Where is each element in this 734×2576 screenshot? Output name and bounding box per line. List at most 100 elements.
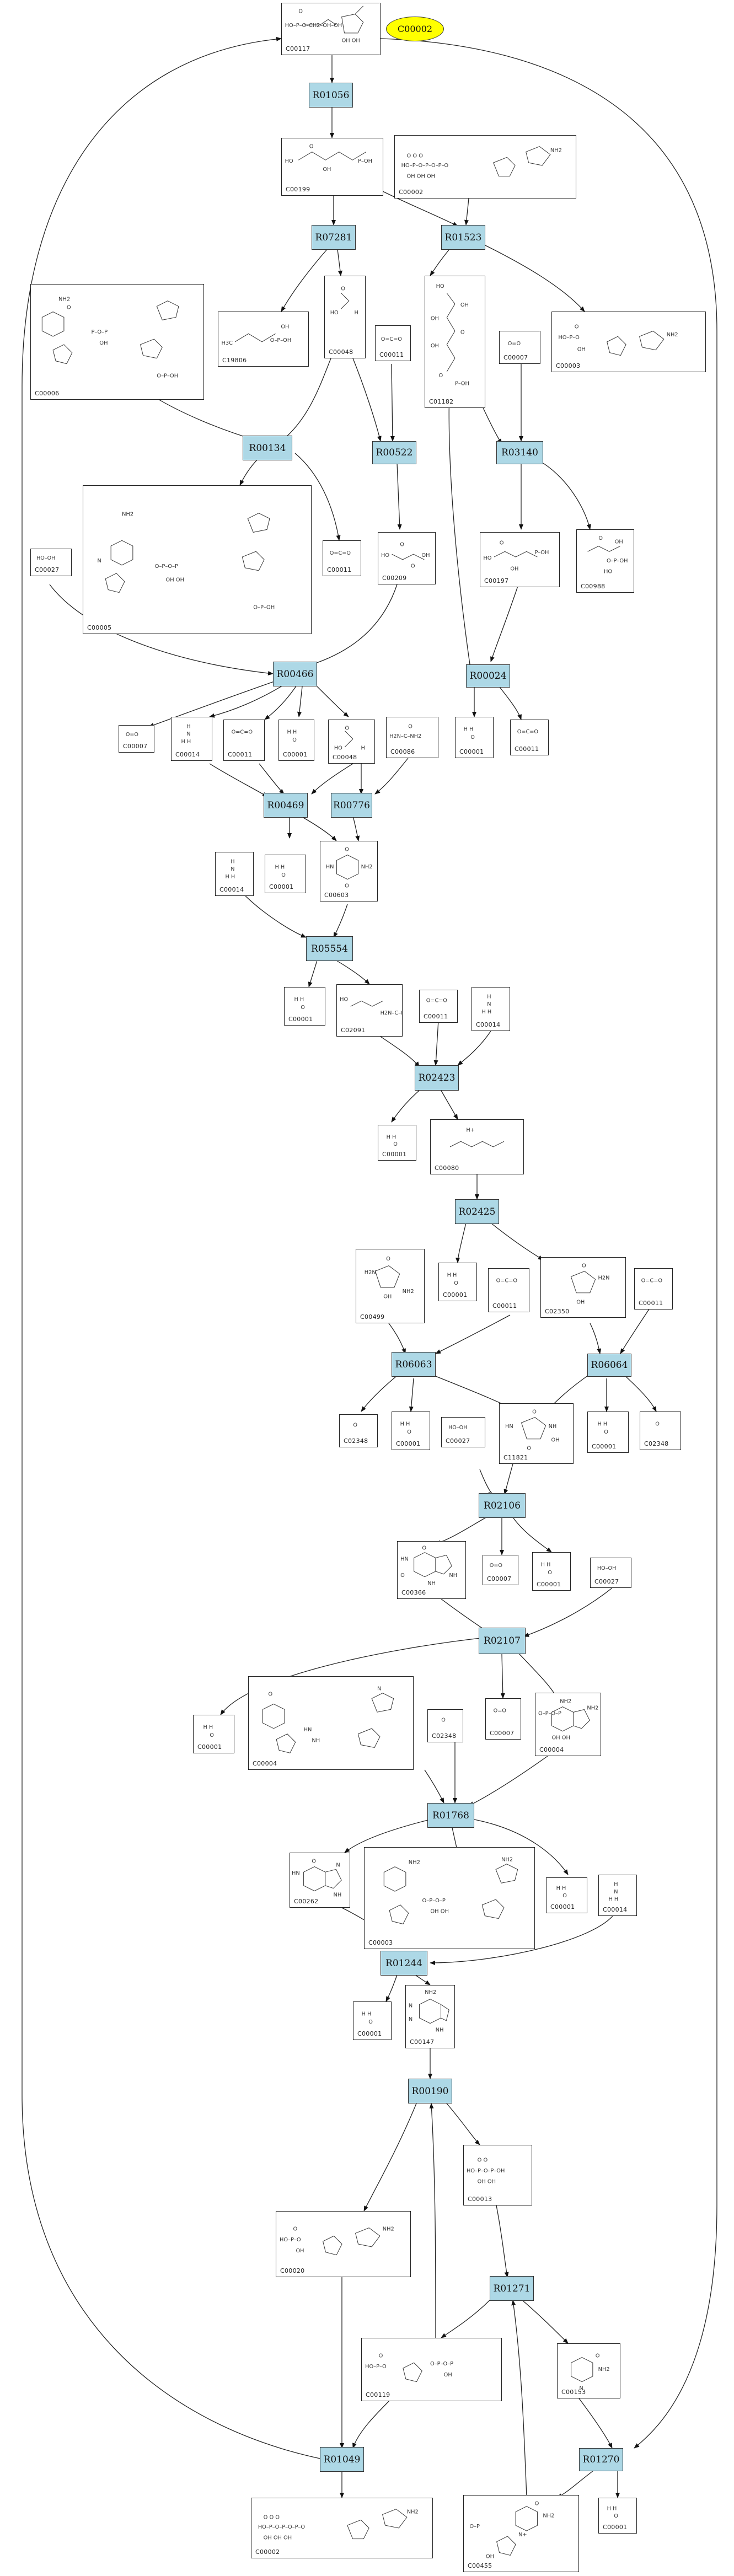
reaction-r02425[interactable]: R02425 bbox=[455, 1199, 499, 1224]
svg-text:OH: OH bbox=[296, 2248, 304, 2254]
reaction-r01049[interactable]: R01049 bbox=[320, 2447, 364, 2472]
compound-id: C00001 bbox=[357, 2030, 382, 2037]
compound-c00080-c[interactable]: O C02348 bbox=[427, 1709, 463, 1742]
reaction-r00776[interactable]: R00776 bbox=[331, 793, 372, 818]
reaction-r01270[interactable]: R01270 bbox=[579, 2448, 623, 2471]
compound-c00011-a[interactable]: O=C=O C00011 bbox=[375, 325, 411, 361]
compound-c00011-c[interactable]: O=C=O C00011 bbox=[223, 720, 265, 761]
reaction-r06063[interactable]: R06063 bbox=[392, 1352, 436, 1377]
compound-c00027-b[interactable]: HO–OH C00027 bbox=[441, 1417, 485, 1447]
compound-c00027-c[interactable]: HO–OH C00027 bbox=[590, 1558, 631, 1588]
compound-c00007-a[interactable]: O=O C00007 bbox=[499, 331, 540, 364]
compound-c00011-f[interactable]: O=C=O C00011 bbox=[488, 1268, 529, 1312]
reaction-r01768[interactable]: R01768 bbox=[427, 1803, 474, 1828]
compound-c00011-e[interactable]: O=C=O C00011 bbox=[419, 990, 458, 1023]
svg-text:N: N bbox=[579, 2385, 583, 2391]
compound-c00011-b[interactable]: O=C=O C00011 bbox=[323, 540, 361, 576]
reaction-r02106[interactable]: R02106 bbox=[479, 1493, 526, 1518]
compound-c00007-b[interactable]: O=O C00007 bbox=[119, 725, 154, 753]
reaction-r06064[interactable]: R06064 bbox=[587, 1354, 631, 1377]
compound-c00007-d[interactable]: O=O C00007 bbox=[485, 1698, 521, 1740]
compound-id: C00080 bbox=[435, 1164, 459, 1172]
reaction-r01271[interactable]: R01271 bbox=[490, 2276, 534, 2301]
reaction-r00522[interactable]: R00522 bbox=[372, 441, 416, 464]
compound-c00027-a[interactable]: HO–OH C00027 bbox=[30, 549, 72, 576]
reaction-r05554[interactable]: R05554 bbox=[306, 936, 353, 961]
svg-text:H H: H H bbox=[608, 1897, 618, 1903]
reaction-r00134[interactable]: R00134 bbox=[243, 436, 292, 460]
reaction-r01244[interactable]: R01244 bbox=[381, 1951, 427, 1976]
compound-c00011-d[interactable]: O=C=O C00011 bbox=[510, 720, 549, 755]
reaction-r03140[interactable]: R03140 bbox=[496, 441, 543, 464]
reaction-r02423[interactable]: R02423 bbox=[415, 1065, 459, 1091]
compound-id: C02091 bbox=[341, 1027, 366, 1034]
c00011-formula-0: O=C=O bbox=[381, 336, 403, 342]
svg-text:O–P–O–P: O–P–O–P bbox=[430, 2361, 453, 2367]
reaction-r02107[interactable]: R02107 bbox=[479, 1628, 526, 1654]
c00007-formula-0: O=O bbox=[508, 341, 521, 347]
reaction-r01056[interactable]: R01056 bbox=[309, 83, 353, 108]
reaction-r01523[interactable]: R01523 bbox=[441, 225, 485, 250]
compound-id: C00603 bbox=[324, 892, 349, 899]
compound-c00499[interactable]: H+ C00080 bbox=[430, 1119, 524, 1174]
reaction-r00024[interactable]: R00024 bbox=[466, 664, 510, 688]
compound-c00007-c[interactable]: O=O C00007 bbox=[483, 1555, 518, 1585]
compound-c00011-g[interactable]: O=C=O C00011 bbox=[634, 1268, 673, 1310]
title-compound-ellipse[interactable]: C00002 bbox=[386, 17, 444, 41]
compound-c00080-b[interactable]: O C02348 bbox=[640, 1412, 681, 1450]
reaction-r07281[interactable]: R07281 bbox=[312, 225, 356, 250]
compound-c00080-a[interactable]: O C02348 bbox=[339, 1414, 378, 1447]
reaction-r00190[interactable]: R00190 bbox=[408, 2079, 452, 2103]
reaction-r00469[interactable]: R00469 bbox=[264, 793, 308, 818]
reaction-r00466[interactable]: R00466 bbox=[273, 662, 317, 686]
